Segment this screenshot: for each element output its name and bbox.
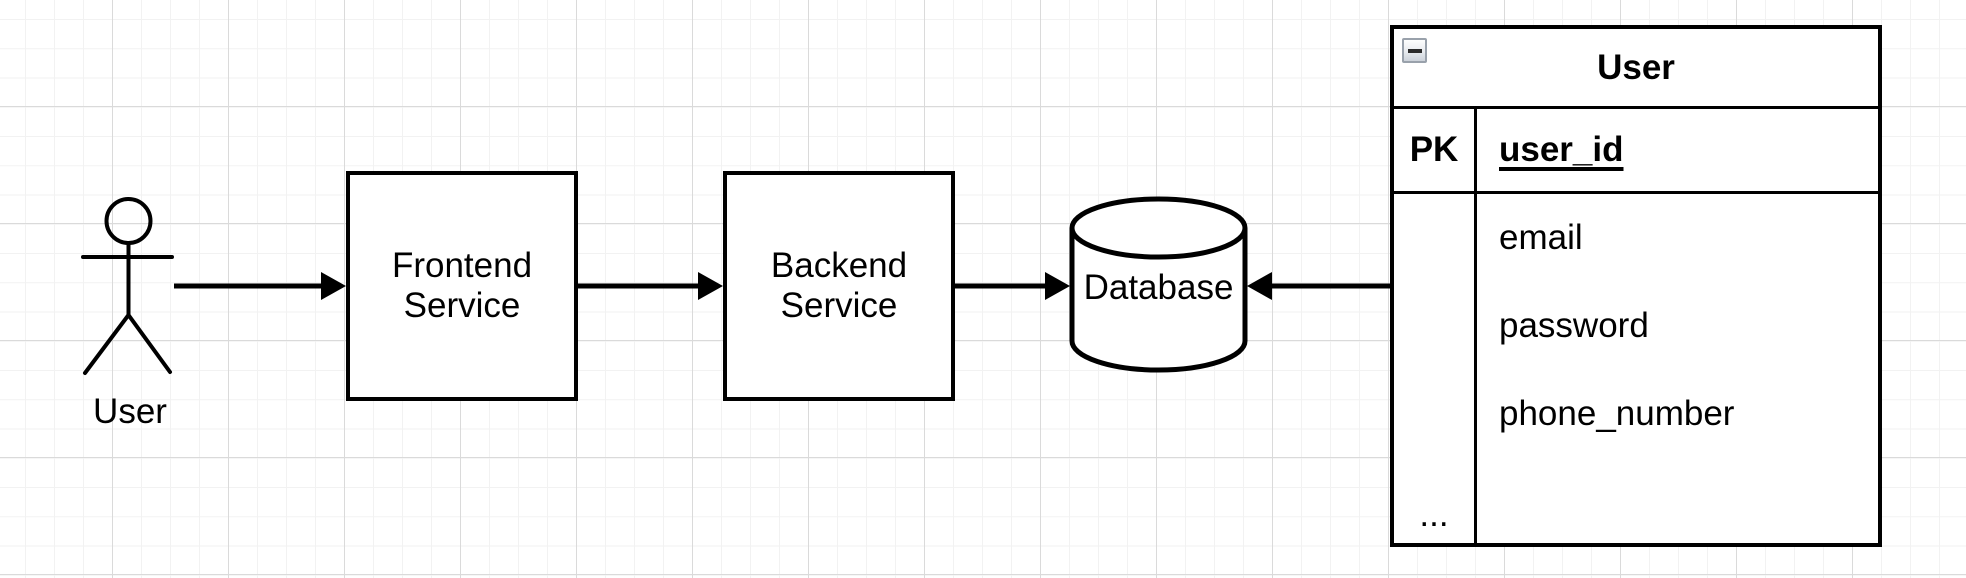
frontend-service-node[interactable]: Frontend Service xyxy=(346,171,578,401)
actor-leg-right xyxy=(126,313,172,374)
pk-key-cell: PK xyxy=(1394,109,1477,191)
user-actor[interactable] xyxy=(81,197,174,375)
minus-glyph xyxy=(1407,48,1422,53)
more-attributes-label: ... xyxy=(1419,495,1449,534)
pk-attribute-cell: user_id xyxy=(1477,109,1878,191)
arrowhead-left-icon xyxy=(1247,272,1272,300)
frontend-label-line1: Frontend xyxy=(391,246,533,285)
pk-attribute-name: user_id xyxy=(1499,130,1624,169)
backend-label-line1: Backend xyxy=(770,246,908,285)
attribute-row-email: email xyxy=(1499,218,1583,257)
primary-key-row: PK user_id xyxy=(1394,109,1878,194)
database-label: Database xyxy=(1083,268,1234,307)
entity-attributes-section: ... email password phone_number xyxy=(1394,194,1878,543)
arrowhead-right-icon xyxy=(1045,272,1070,300)
collapse-minus-icon[interactable] xyxy=(1402,38,1427,63)
database-cylinder[interactable] xyxy=(1069,196,1248,373)
entity-title: User xyxy=(1597,47,1675,87)
arrowhead-right-icon xyxy=(321,272,346,300)
attribute-row-phone-number: phone_number xyxy=(1499,394,1735,433)
edge-table-to-database[interactable] xyxy=(1247,272,1390,300)
arrowhead-right-icon xyxy=(698,272,723,300)
user-entity-table[interactable]: User PK user_id ... email password phone… xyxy=(1390,25,1882,547)
backend-label-line2: Service xyxy=(780,286,898,325)
attribute-column: email password phone_number xyxy=(1477,194,1878,543)
frontend-label-line2: Service xyxy=(403,286,521,325)
entity-header: User xyxy=(1394,29,1878,109)
edge-frontend-to-backend[interactable] xyxy=(578,272,723,300)
attribute-row-password: password xyxy=(1499,306,1649,345)
actor-leg-left xyxy=(83,313,131,375)
edge-backend-to-database[interactable] xyxy=(955,272,1070,300)
edge-user-to-frontend[interactable] xyxy=(174,272,346,300)
cylinder-top xyxy=(1069,196,1248,260)
key-column: ... xyxy=(1394,194,1477,543)
cylinder-body xyxy=(1069,228,1248,373)
actor-head xyxy=(104,197,153,245)
backend-service-node[interactable]: Backend Service xyxy=(723,171,955,401)
actor-label: User xyxy=(93,392,167,431)
